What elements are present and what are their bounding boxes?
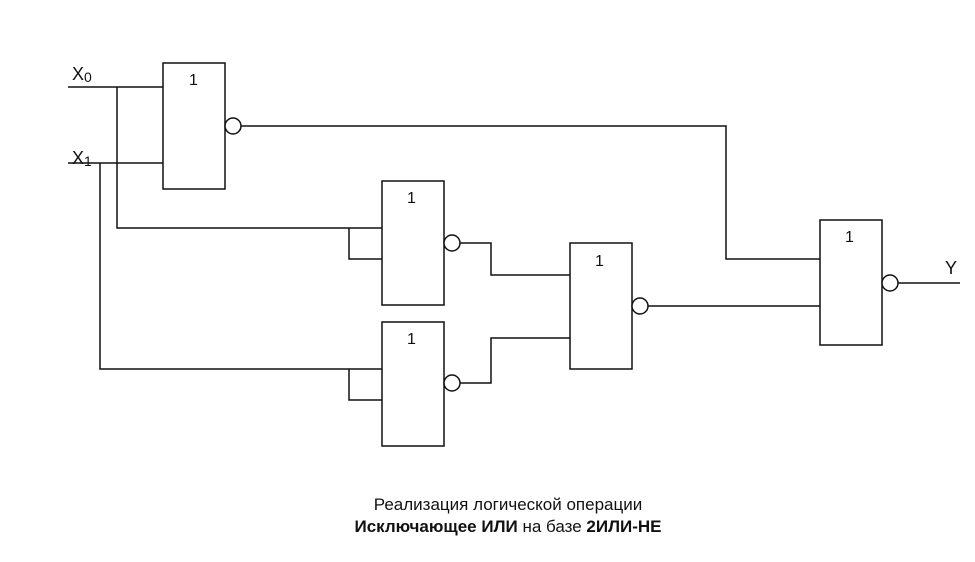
- diagram-caption: Реализация логической операции Исключающ…: [0, 494, 975, 538]
- caption-line-2: Исключающее ИЛИ на базе 2ИЛИ-НЕ: [0, 516, 975, 538]
- inversion-bubble: [631, 297, 649, 315]
- wire-x1-to-gate3: [99, 163, 382, 370]
- gate-label: 1: [189, 72, 198, 89]
- nor-gate-5: 1: [819, 219, 899, 346]
- input-label-x0: X0: [72, 64, 92, 85]
- nor-gate-2: 1: [381, 180, 461, 306]
- wire-gate2-to-gate4: [459, 242, 570, 276]
- inversion-bubble: [881, 274, 899, 292]
- inversion-bubble: [224, 117, 242, 135]
- inversion-bubble: [443, 234, 461, 252]
- wire-x0-to-gate2: [116, 87, 382, 229]
- caption-line-1: Реализация логической операции: [373, 495, 643, 514]
- wire-gate3-tie: [348, 369, 382, 401]
- input-label-x1: X1: [72, 148, 92, 169]
- nor-gate-4: 1: [569, 242, 649, 370]
- caption-operation-name: Исключающее ИЛИ: [354, 517, 518, 536]
- output-label-y: Y: [945, 258, 957, 278]
- wire-gate3-to-gate4: [459, 337, 570, 384]
- wires: [68, 86, 960, 401]
- gate-label: 1: [845, 229, 854, 246]
- nor-gate-1: 1: [162, 62, 242, 190]
- gate-label: 1: [407, 190, 416, 207]
- gate-label: 1: [407, 331, 416, 348]
- caption-gate-type: 2ИЛИ-НЕ: [586, 517, 662, 536]
- wire-gate1-to-gate5: [241, 125, 820, 260]
- caption-connector-text: на базе: [517, 517, 587, 536]
- inversion-bubble: [443, 374, 461, 392]
- gate-label: 1: [595, 253, 604, 270]
- nor-gate-3: 1: [381, 321, 461, 447]
- wire-gate2-tie: [348, 228, 382, 260]
